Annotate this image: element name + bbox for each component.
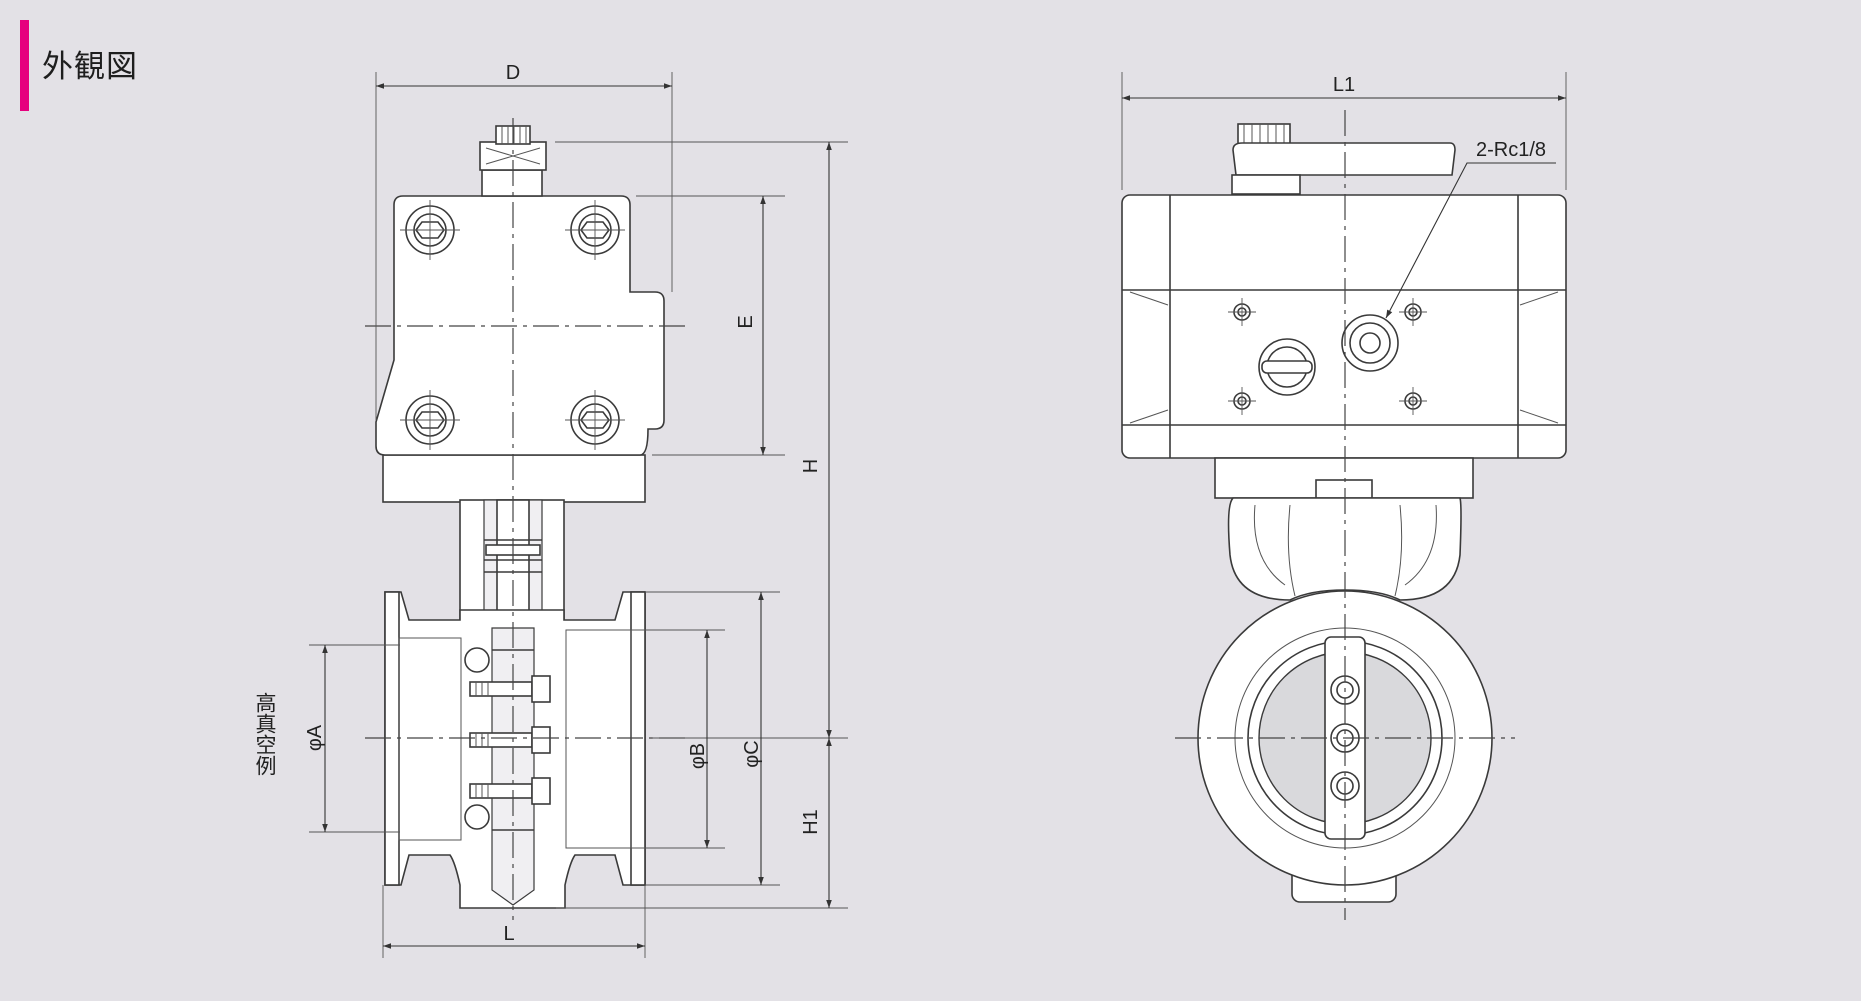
handwheel [1232,142,1456,176]
disc-screws [469,675,551,805]
dim-phi-b-label: φB [687,743,709,769]
mount-holes [1228,298,1427,415]
dim-phi-a-label: φA [304,724,326,751]
port-callout-label: 2-Rc1/8 [1476,139,1546,161]
actuator-base [382,454,646,503]
dim-e-label: E [735,315,757,328]
dim-h1-label: H1 [800,809,822,835]
page-title: 外観図 [42,49,138,85]
shaft-collar [481,169,543,197]
dim-d-label: D [506,62,520,84]
dim-l1-label: L1 [1333,74,1355,96]
high-vacuum-note: 高真空例 [253,692,277,776]
front-shaft-collar [1231,174,1301,195]
side-view: D L H H1 E φC φB φA 高真空例 [253,62,848,958]
dim-h-label: H [800,459,822,473]
air-port-right [1341,314,1399,372]
header: 外観図 [0,0,400,120]
dim-l-label: L [503,923,514,945]
actuator-housing [375,195,665,456]
dim-phi-c-label: φC [741,740,763,767]
accent-bar [20,20,29,111]
air-port-left [1258,338,1316,396]
actuator-front [1121,194,1567,459]
front-view: L1 2-Rc1/8 [1121,72,1567,920]
